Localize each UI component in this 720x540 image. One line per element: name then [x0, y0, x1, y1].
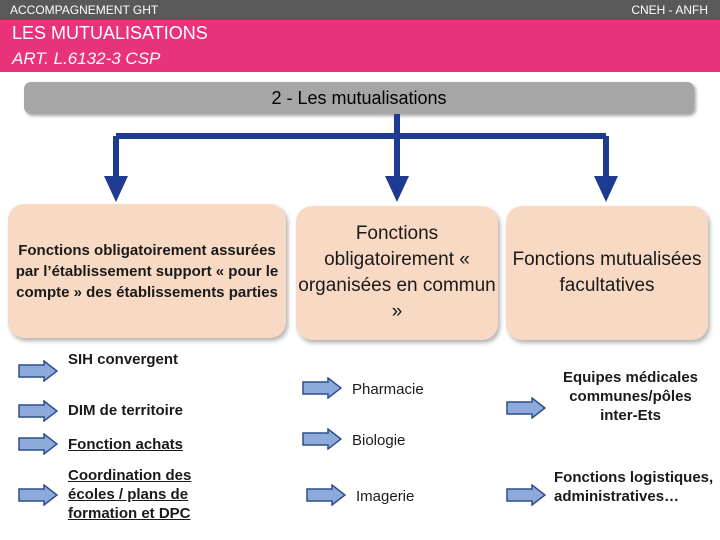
down-arrow-icon — [385, 176, 409, 202]
right-arrow-icon — [18, 360, 58, 382]
down-arrow-icon — [104, 176, 128, 202]
right-arrow-icon — [302, 428, 342, 450]
common-organized-functions-box: Fonctions obligatoirement « organisées e… — [296, 206, 498, 340]
right-arrow-icon — [306, 484, 346, 506]
list-item: Coordination des écoles / plans de forma… — [68, 467, 192, 522]
page-subtitle: ART. L.6132-3 CSP — [12, 49, 161, 68]
list-item: Imagerie — [356, 488, 415, 505]
box-label: Fonctions obligatoirement « organisées e… — [298, 223, 496, 322]
optional-mutualized-functions-box: Fonctions mutualisées facultatives — [506, 206, 708, 340]
right-arrow-icon — [18, 400, 58, 422]
right-arrow-icon — [18, 484, 58, 506]
header-right-label: CNEH - ANFH — [631, 3, 708, 17]
box-label: Fonctions obligatoirement assurées par l… — [15, 241, 279, 301]
page-title: LES MUTUALISATIONS — [12, 23, 208, 43]
list-item: Biologie — [352, 432, 406, 449]
list-item: Equipes médicales communes/pôles inter-E… — [562, 369, 699, 424]
list-item: DIM de territoire — [68, 402, 184, 419]
mandatory-support-functions-box: Fonctions obligatoirement assurées par l… — [8, 204, 286, 338]
header-left-label: ACCOMPAGNEMENT GHT — [10, 3, 159, 17]
down-arrow-icon — [594, 176, 618, 202]
box-label: Fonctions mutualisées facultatives — [512, 249, 702, 296]
section-title-bar: 2 - Les mutualisations — [24, 82, 694, 114]
list-item: Pharmacie — [352, 381, 424, 398]
right-arrow-icon — [18, 433, 58, 455]
list-item: Fonctions logistiques, administratives… — [554, 469, 714, 505]
title-banner: LES MUTUALISATIONS ART. L.6132-3 CSP — [0, 20, 720, 72]
right-arrow-icon — [506, 397, 546, 419]
right-arrow-icon — [302, 377, 342, 399]
right-arrow-icon — [506, 484, 546, 506]
list-item: SIH convergent — [68, 351, 179, 368]
top-bar: ACCOMPAGNEMENT GHT CNEH - ANFH — [0, 0, 720, 20]
list-item: Fonction achats — [68, 436, 184, 453]
